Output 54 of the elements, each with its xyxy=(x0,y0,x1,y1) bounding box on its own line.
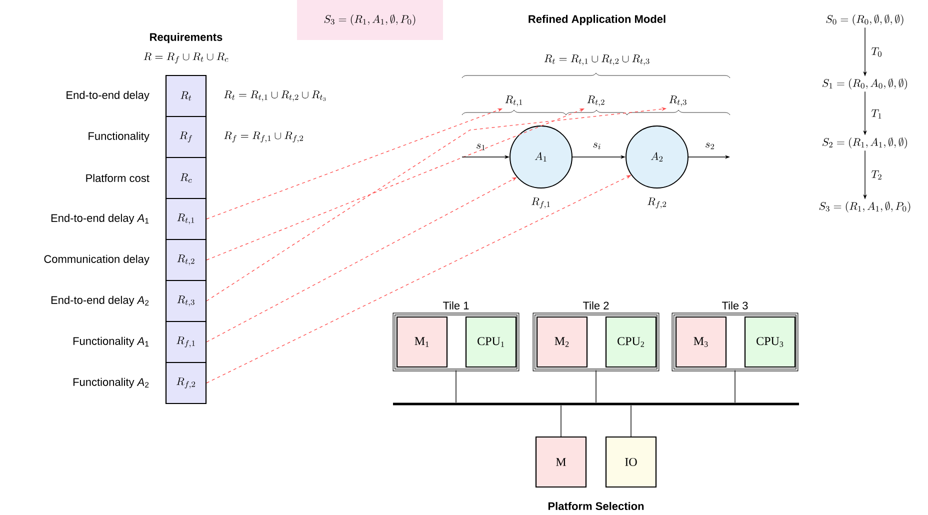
connector-line xyxy=(560,405,562,437)
cpu-box: CPU$_{1}$ xyxy=(465,316,517,368)
cpu-box: CPU$_{2}$ xyxy=(605,316,657,368)
requirement-cell: $R_t$ xyxy=(165,74,207,118)
requirement-cell: $R_{t,1}$ xyxy=(165,198,207,240)
formula: $S_0 = (R_0, \emptyset, \emptyset, \emptyset)$ xyxy=(826,14,904,26)
formula: $R_{f,1}$ xyxy=(532,198,550,208)
formula: $S_1 = (R_0, A_0, \emptyset, \emptyset)$ xyxy=(822,78,907,90)
edge-label: $T_0$ xyxy=(871,48,882,57)
cell-label: Platform cost xyxy=(86,174,150,182)
formula: $R_{t,3}$ xyxy=(669,96,686,106)
cell-label: End-to-end delay A$_{2}$ xyxy=(51,296,149,306)
edge-label: $s_2$ xyxy=(706,142,714,150)
heading: Requirements xyxy=(150,32,222,44)
formula: $R = R_f \cup R_t \cup R_c$ xyxy=(144,52,228,64)
bus-line xyxy=(393,402,799,406)
heading: Platform Selection xyxy=(548,502,644,510)
connector-line xyxy=(734,370,736,403)
edge-label: $s_i$ xyxy=(593,142,600,150)
requirement-cell: $R_{f,2}$ xyxy=(165,362,207,404)
state-box: $S_3 = (R_1, A_1, \emptyset, P_0)$ xyxy=(297,0,443,40)
formula: $R_t = R_{t,1} \cup R_{t,2} \cup R_{t,3}$ xyxy=(544,54,650,66)
requirement-cell: $R_{t,3}$ xyxy=(165,280,207,322)
formula: $R_{f,2}$ xyxy=(648,198,666,208)
connector-line xyxy=(630,405,632,437)
requirement-cell: $R_c$ xyxy=(165,156,207,200)
cell-label: Functionality xyxy=(88,132,150,142)
node-label: Tile 2 xyxy=(583,301,609,310)
memory-box: M$_{2}$ xyxy=(536,316,588,368)
memory-box: M$_{3}$ xyxy=(675,316,727,368)
cell-label: End-to-end delay A$_{1}$ xyxy=(51,214,149,224)
cpu-box: CPU$_{3}$ xyxy=(744,316,796,368)
cell-label: Functionality A$_{2}$ xyxy=(73,378,149,388)
cell-label: Communication delay xyxy=(44,254,150,266)
requirement-cell: $R_{f,1}$ xyxy=(165,320,207,364)
edge-label: $s_1$ xyxy=(476,144,485,150)
formula: $R_t = R_{t,1} \cup R_{t,2} \cup R_{t_3}$ xyxy=(224,90,326,102)
edge-label: $T_1$ xyxy=(871,110,882,119)
edge-label: $T_2$ xyxy=(871,170,882,180)
formula: $R_{t,1}$ xyxy=(505,96,522,106)
formula: $R_{t,2}$ xyxy=(587,96,604,106)
formula: $S_2 = (R_1, A_1, \emptyset, \emptyset)$ xyxy=(822,137,907,148)
cell-label: End-to-end delay xyxy=(66,90,150,102)
node-label: Tile 3 xyxy=(722,301,748,310)
formula: $R_f = R_{f,1} \cup R_{f,2}$ xyxy=(224,132,303,142)
io-box: IO xyxy=(605,436,657,488)
node-label: Tile 1 xyxy=(443,301,469,310)
cell-label: Functionality A$_{1}$ xyxy=(73,336,149,348)
memory-box: M$_{1}$ xyxy=(396,316,448,368)
requirement-cell: $R_f$ xyxy=(165,116,207,158)
formula: $S_3 = (R_1, A_1, \emptyset, P_0)$ xyxy=(819,201,910,212)
requirement-cell: $R_{t,2}$ xyxy=(165,238,207,282)
heading: Refined Application Model xyxy=(528,14,666,26)
memory-box: M xyxy=(535,436,587,488)
